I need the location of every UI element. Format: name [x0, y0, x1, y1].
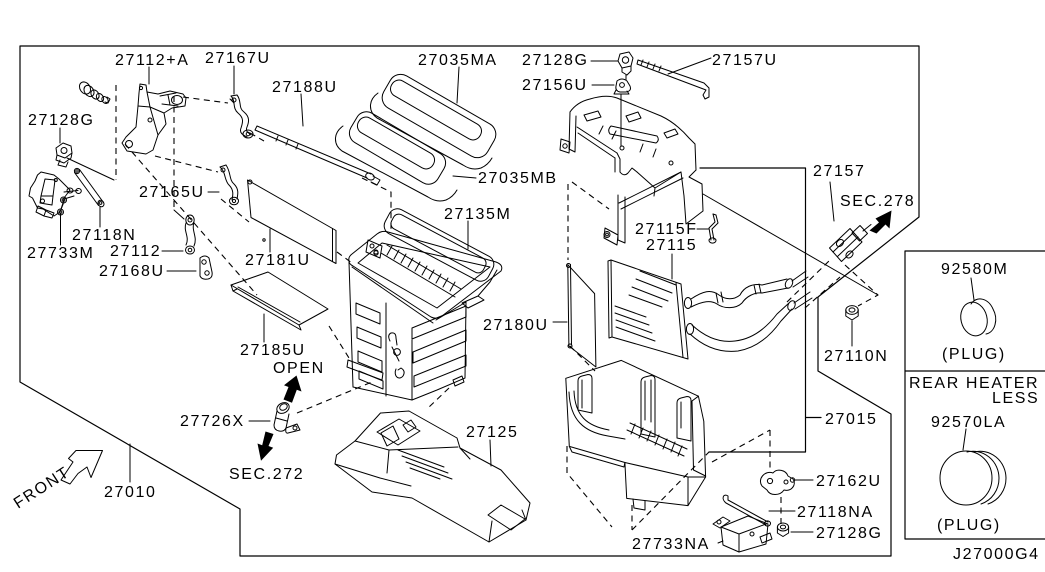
svg-text:27726X: 27726X — [180, 413, 245, 430]
svg-text:27125: 27125 — [466, 424, 519, 441]
svg-text:27015: 27015 — [825, 411, 878, 428]
svg-text:27112: 27112 — [110, 243, 161, 260]
svg-text:27010: 27010 — [104, 484, 157, 501]
svg-text:27157: 27157 — [813, 163, 866, 180]
svg-text:27118NA: 27118NA — [797, 504, 874, 521]
svg-text:27180U: 27180U — [483, 317, 549, 334]
svg-text:92580M: 92580M — [941, 261, 1008, 278]
svg-text:27135M: 27135M — [444, 206, 511, 223]
svg-text:(PLUG): (PLUG) — [942, 346, 1006, 363]
svg-text:27165U: 27165U — [139, 184, 205, 201]
svg-text:LESS: LESS — [992, 390, 1039, 407]
svg-text:27115: 27115 — [646, 237, 697, 254]
svg-text:27128G: 27128G — [816, 525, 883, 542]
svg-text:92570LA: 92570LA — [931, 414, 1006, 431]
svg-text:27733M: 27733M — [27, 245, 94, 262]
svg-text:27156U: 27156U — [522, 77, 588, 94]
svg-text:27157U: 27157U — [712, 52, 778, 69]
svg-text:27181U: 27181U — [245, 252, 311, 269]
svg-text:27185U: 27185U — [240, 342, 306, 359]
svg-text:SEC.272: SEC.272 — [229, 466, 304, 483]
svg-text:OPEN: OPEN — [273, 360, 325, 377]
svg-text:27733NA: 27733NA — [632, 536, 710, 553]
svg-text:27115F: 27115F — [635, 221, 698, 238]
svg-text:REAR HEATER: REAR HEATER — [909, 375, 1039, 392]
svg-text:27162U: 27162U — [816, 473, 882, 490]
svg-text:27168U: 27168U — [99, 263, 165, 280]
svg-text:27128G: 27128G — [522, 52, 589, 69]
svg-text:27035MA: 27035MA — [418, 52, 498, 69]
svg-text:27188U: 27188U — [272, 79, 338, 96]
svg-text:27110N: 27110N — [824, 348, 888, 365]
svg-text:(PLUG): (PLUG) — [937, 517, 1001, 534]
svg-text:27118N: 27118N — [72, 227, 136, 244]
svg-text:27167U: 27167U — [205, 50, 271, 67]
svg-text:SEC.278: SEC.278 — [840, 193, 915, 210]
svg-text:27035MB: 27035MB — [478, 170, 558, 187]
svg-text:27128G: 27128G — [28, 112, 95, 129]
svg-text:J27000G4: J27000G4 — [953, 546, 1040, 563]
svg-text:27112+A: 27112+A — [115, 52, 190, 69]
